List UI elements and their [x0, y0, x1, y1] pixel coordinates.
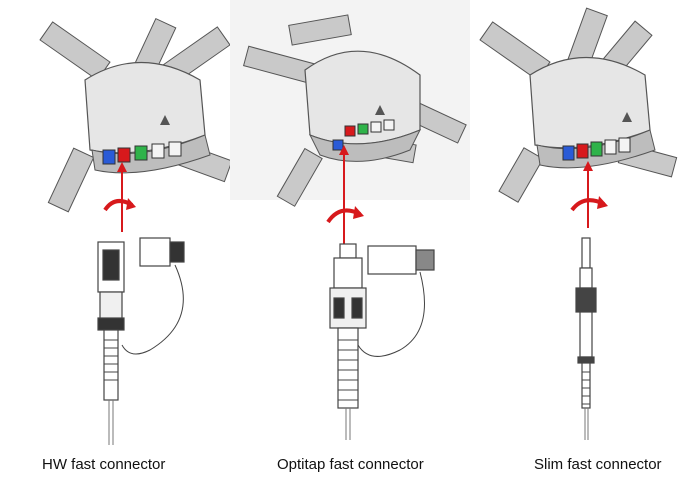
- caption-hw-fast-connector: HW fast connector: [42, 456, 166, 473]
- slim-connector-icon: [575, 237, 597, 440]
- panel-hw: HW fast connector: [0, 0, 233, 482]
- optitap-connector-icon: [329, 243, 435, 440]
- insert-arrow-icon: [570, 161, 608, 228]
- hw-connector-icon: [97, 237, 185, 445]
- caption-optitap-fast-connector: Optitap fast connector: [277, 456, 424, 473]
- fiber-closure-icon: [230, 0, 470, 207]
- insert-arrow-icon: [103, 162, 136, 232]
- insert-arrow-icon: [326, 145, 364, 246]
- caption-slim-fast-connector: Slim fast connector: [534, 456, 662, 473]
- fiber-closure-icon: [479, 7, 678, 203]
- panel-slim: Slim fast connector: [470, 0, 700, 482]
- fiber-closure-icon: [39, 17, 233, 213]
- panel-optitap: Optitap fast connector: [230, 0, 470, 482]
